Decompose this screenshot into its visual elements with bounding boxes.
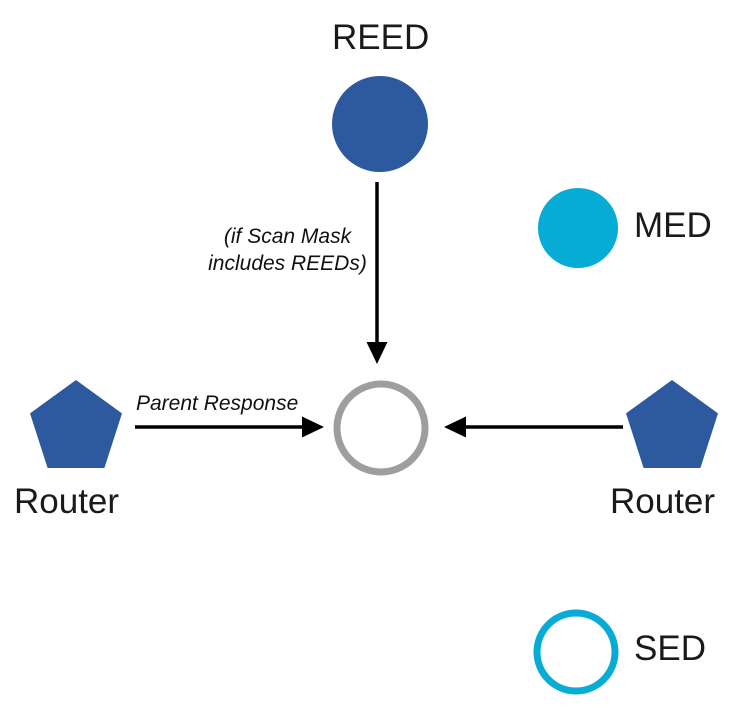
node-label-sed: SED	[634, 629, 706, 668]
node-reed-circle[interactable]	[332, 76, 428, 172]
node-sed-circle[interactable]	[533, 609, 619, 695]
edge-label-parent-response: Parent Response	[136, 392, 299, 415]
node-router-left-pentagon[interactable]	[30, 380, 122, 468]
node-med-circle[interactable]	[538, 188, 618, 268]
edge-router-left-to-center-arrow	[135, 416, 324, 438]
edge-reed-to-center-arrow	[366, 182, 388, 364]
node-label-med: MED	[634, 206, 712, 245]
edge-router-right-to-center-arrow	[444, 416, 623, 438]
node-label-router-right: Router	[610, 482, 716, 521]
node-router-right-pentagon[interactable]	[626, 380, 718, 468]
edge-label-scan-mask-condition: (if Scan Mask includes REEDs)	[208, 225, 367, 275]
node-label-router-left: Router	[14, 482, 120, 521]
node-label-reed: REED	[332, 18, 430, 57]
node-center-circle[interactable]	[333, 380, 429, 476]
